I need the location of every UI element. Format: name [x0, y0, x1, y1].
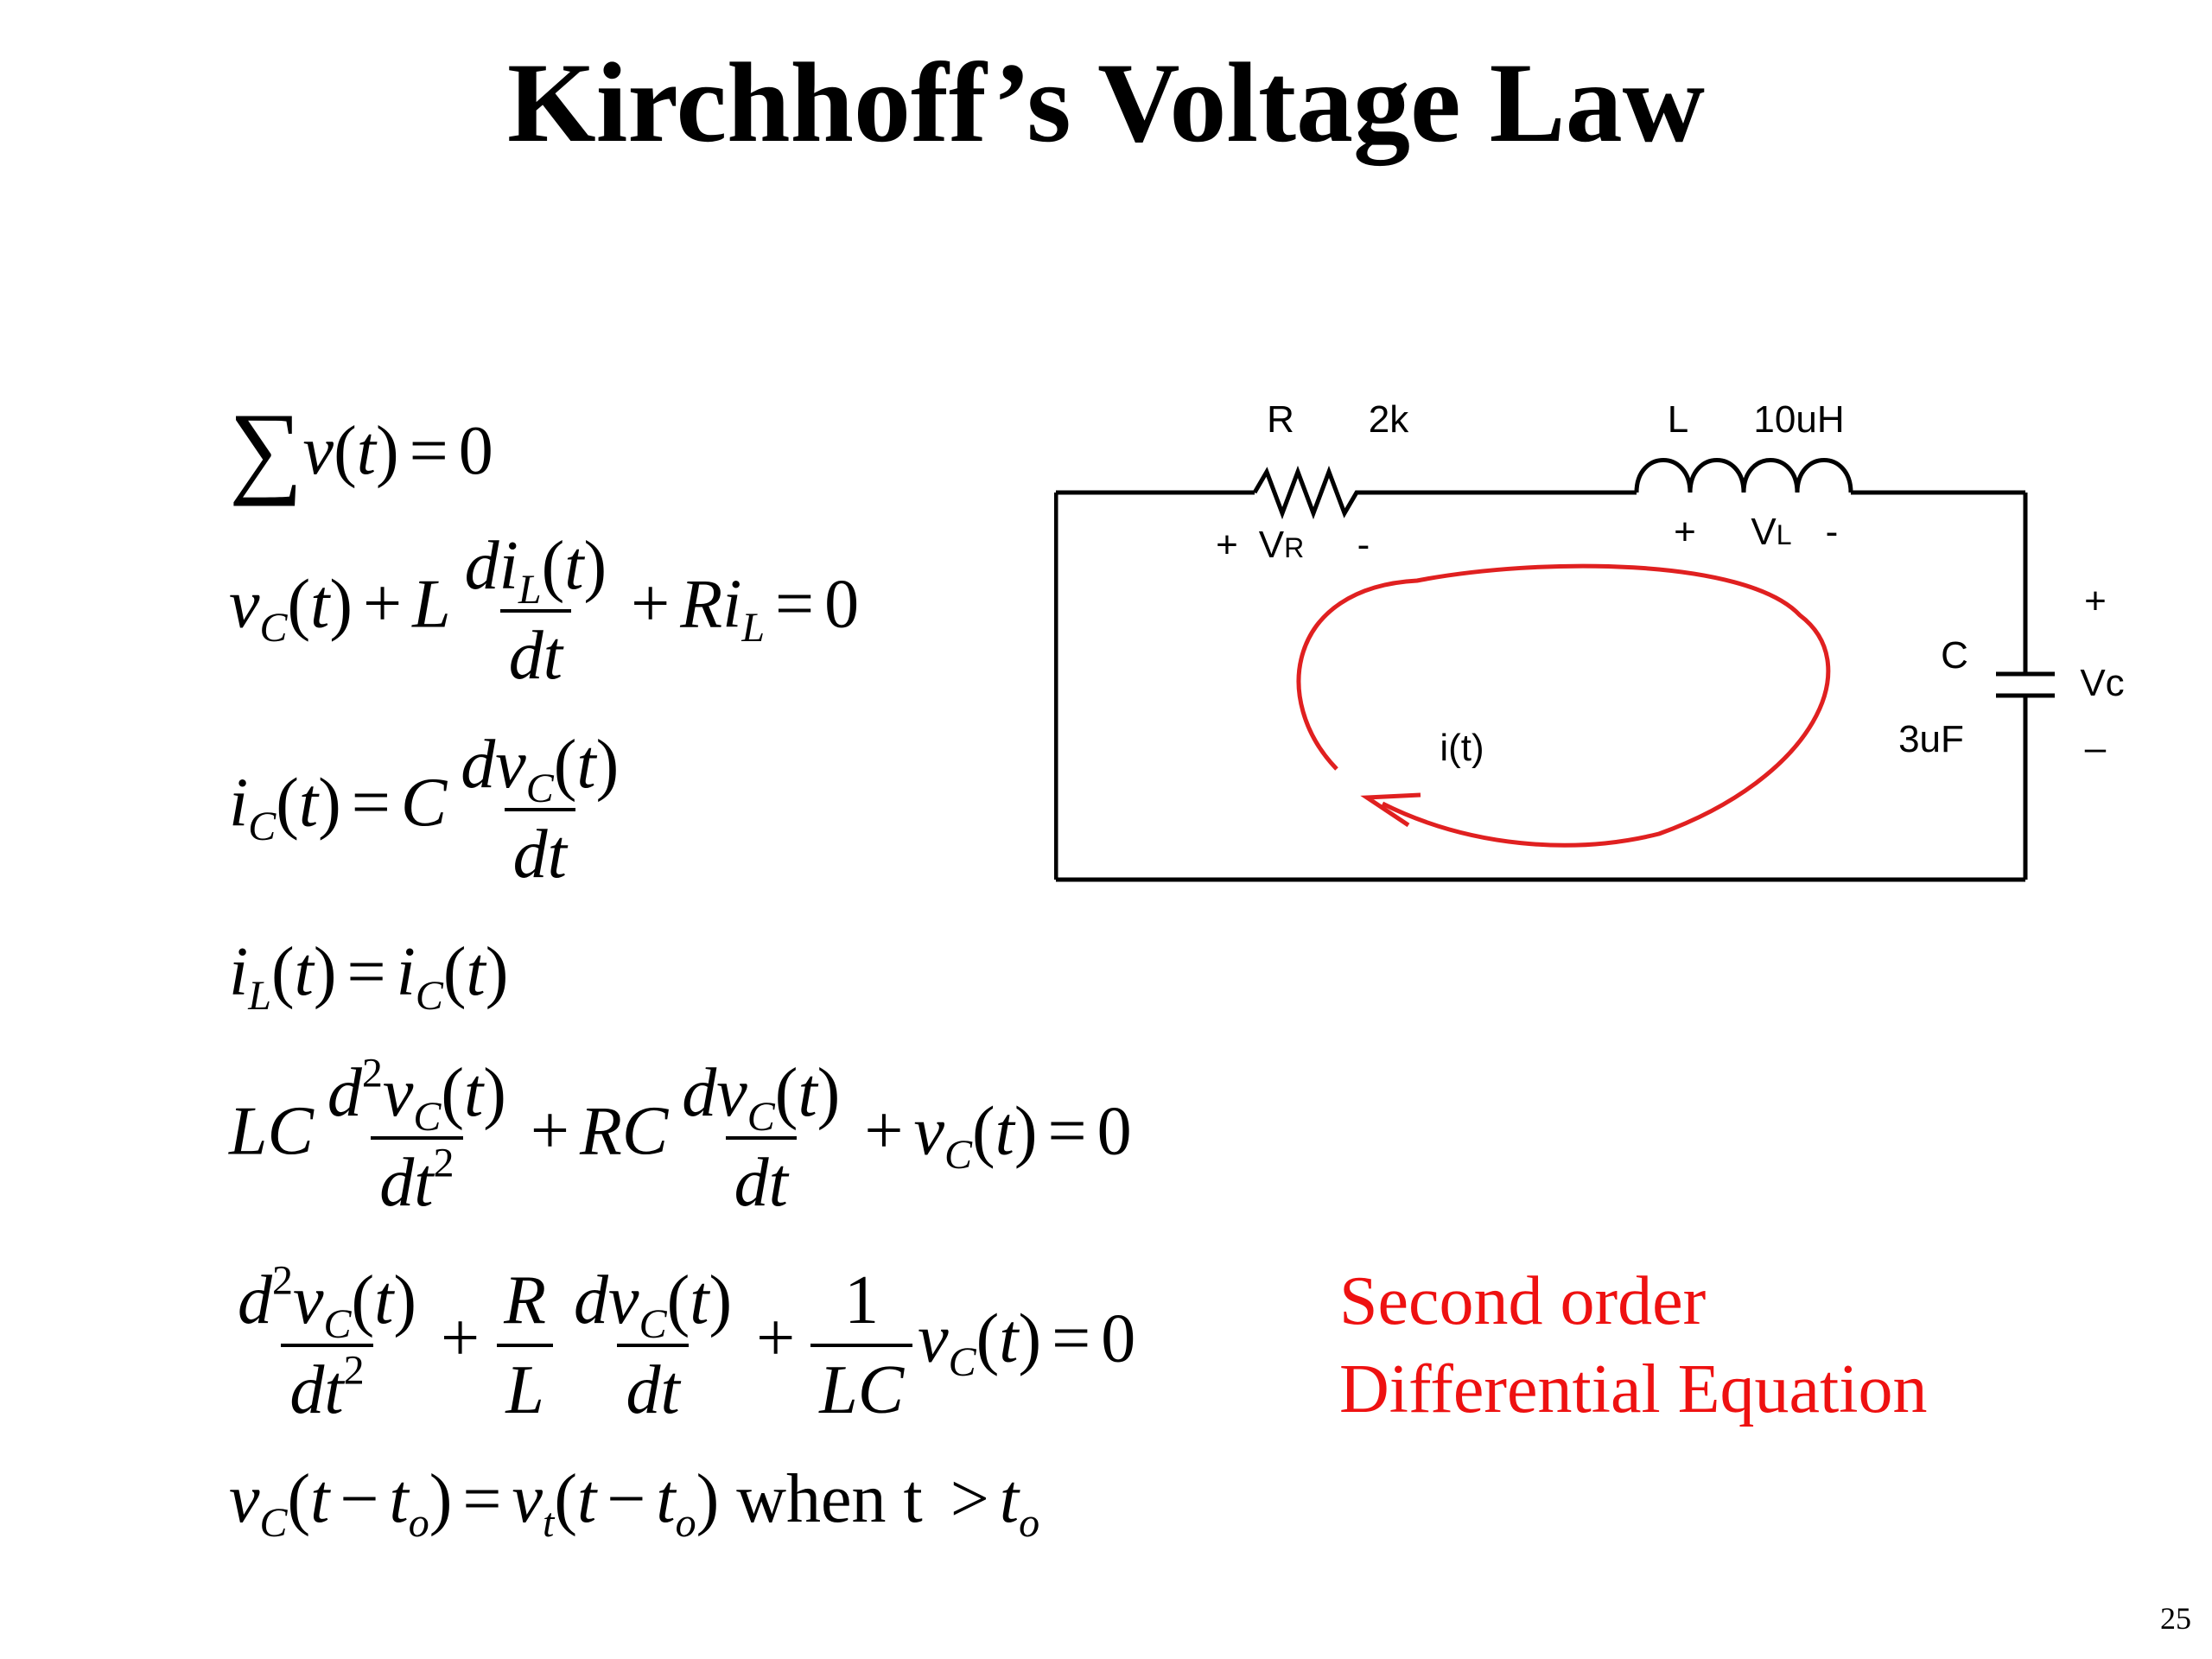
equation-kvl-sum: ∑v(t)=0: [229, 391, 493, 506]
rlc-circuit-diagram: R 2k L 10uH + VR - + VL - C 3uF + Vc – i…: [1054, 398, 2125, 882]
current-label: i(t): [1440, 727, 1484, 769]
inductor-value: 10uH: [1753, 398, 1844, 441]
inductor-label: L: [1668, 398, 1688, 441]
inductor-symbol: [1634, 458, 1853, 493]
vc-minus: –: [2085, 727, 2107, 769]
vr-label: VR: [1259, 524, 1304, 566]
resistor-value: 2k: [1369, 398, 1409, 441]
resistor-label: R: [1267, 398, 1294, 441]
slide-title: Kirchhoff’s Voltage Law: [507, 39, 1705, 166]
note-line-1: Second order: [1339, 1263, 1707, 1339]
vc-plus: +: [2084, 580, 2107, 622]
note-line-2: Differential Equation: [1339, 1351, 1928, 1428]
capacitor-value: 3uF: [1898, 718, 1964, 760]
vc-label: Vc: [2080, 662, 2124, 704]
second-order-note: Second order Differential Equation: [1339, 1257, 1928, 1434]
current-loop-arc: [1296, 563, 1831, 848]
vr-plus: +: [1216, 524, 1238, 566]
capacitor-label: C: [1941, 634, 1968, 677]
resistor-symbol: [1252, 465, 1363, 520]
vl-minus: -: [1826, 511, 1839, 553]
equation-initial-condition: vC(t−to)=vt(t−to) when t >to: [229, 1461, 1040, 1546]
equation-current-equality: iL(t)=iC(t): [229, 934, 509, 1019]
vl-label: VL: [1751, 511, 1791, 553]
current-arrowhead: [1360, 792, 1421, 828]
vr-minus: -: [1357, 524, 1370, 566]
page-number: 25: [2160, 1601, 2191, 1636]
vl-plus: +: [1674, 511, 1696, 553]
